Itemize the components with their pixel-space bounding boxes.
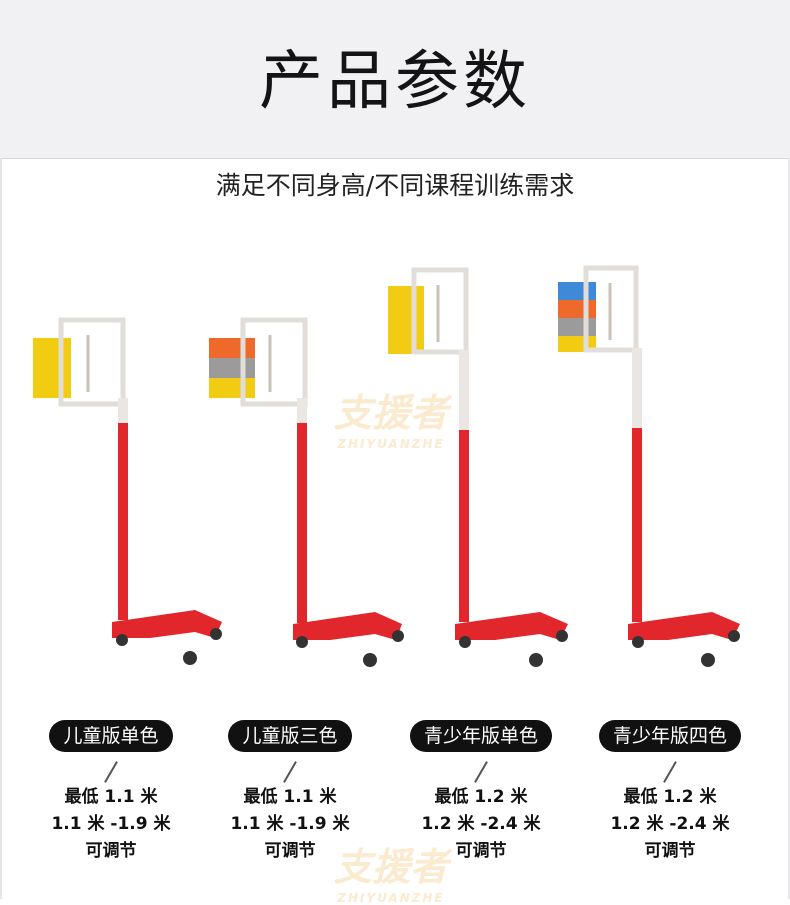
- height-range: 1.1 米 -1.9 米: [51, 814, 171, 834]
- product-label: 青少年版单色: [409, 720, 552, 752]
- product-spec-4: 青少年版四色 最低 1.2 米 1.2 米 -2.4 米 可调节: [581, 720, 759, 865]
- pole: [297, 423, 307, 623]
- divider-slash: [22, 760, 200, 784]
- min-height: 最低 1.2 米: [623, 787, 717, 807]
- min-height: 最低 1.2 米: [434, 787, 528, 807]
- stand-child-three: [209, 317, 404, 667]
- product-spec-2: 儿童版三色 最低 1.1 米 1.1 米 -1.9 米 可调节: [201, 720, 379, 865]
- product-spec-1: 儿童版单色 最低 1.1 米 1.1 米 -1.9 米 可调节: [22, 720, 200, 865]
- flag-panel-blue: [558, 282, 596, 300]
- product-label: 青少年版四色: [598, 720, 741, 752]
- watermark-top: 支援者 ZHIYUANZHE: [333, 391, 448, 451]
- divider-slash: [581, 760, 759, 784]
- left-border: [0, 158, 2, 899]
- base: [112, 610, 222, 638]
- product-spec-3: 青少年版单色 最低 1.2 米 1.2 米 -2.4 米 可调节: [392, 720, 570, 865]
- height-range: 1.2 米 -2.4 米: [421, 814, 541, 834]
- adjustable-note: 可调节: [85, 841, 137, 861]
- base: [628, 612, 740, 640]
- adjustable-note: 可调节: [264, 841, 316, 861]
- pole: [632, 428, 642, 622]
- stand-youth-four: [558, 265, 740, 667]
- flag-panel-orange: [221, 338, 255, 358]
- min-height: 最低 1.1 米: [243, 787, 337, 807]
- adjustable-note: 可调节: [644, 841, 696, 861]
- product-label: 儿童版单色: [49, 720, 173, 752]
- subtitle: 满足不同身高/不同课程训练需求: [215, 171, 575, 200]
- adjustable-note: 可调节: [455, 841, 507, 861]
- flag-panel-orange: [558, 300, 596, 318]
- min-height: 最低 1.1 米: [64, 787, 158, 807]
- divider-slash: [201, 760, 379, 784]
- flag-panel-gray: [558, 318, 596, 336]
- pole: [459, 430, 469, 622]
- base: [455, 612, 568, 640]
- height-range: 1.1 米 -1.9 米: [230, 814, 350, 834]
- header-banner: 产品参数: [0, 0, 790, 159]
- stand-youth-single: [388, 267, 568, 667]
- flag-panel-yellow: [221, 378, 255, 398]
- base: [293, 612, 402, 640]
- product-illustration: [33, 265, 740, 667]
- flag-panel-gray: [221, 358, 255, 378]
- divider-slash: [392, 760, 570, 784]
- stand-child-single: [33, 317, 222, 665]
- product-label: 儿童版三色: [228, 720, 352, 752]
- page-title: 产品参数: [259, 45, 531, 119]
- right-border: [788, 158, 790, 899]
- height-range: 1.2 米 -2.4 米: [610, 814, 730, 834]
- flag-panel-yellow: [388, 286, 424, 354]
- pole: [118, 423, 128, 620]
- flag-panel-yellow: [33, 338, 71, 398]
